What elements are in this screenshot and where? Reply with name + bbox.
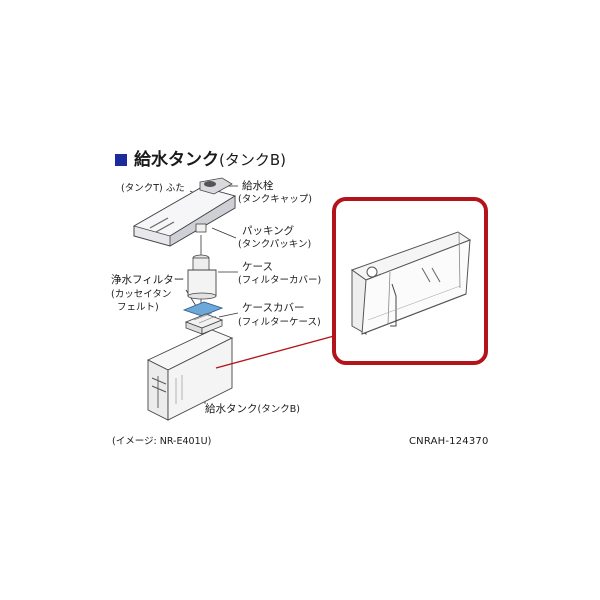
image-note: (イメージ: NR-E401U) [112,436,212,447]
label-packing: パッキング [242,225,295,237]
label-case-cover: ケースカバー [242,302,305,314]
label-spout: 給水栓 [242,180,274,192]
packing-part [195,223,207,233]
filter-case-part [187,254,217,300]
lid-part [132,177,236,247]
label-case-sub: (フィルターカバー) [238,275,322,286]
filter-part [182,301,224,317]
case-cover-part [184,312,224,335]
label-spout-sub: (タンクキャップ) [238,194,312,205]
title-bullet [115,154,127,166]
label-tank: 給水タンク(タンクB) [205,404,300,415]
title-sub: (タンクB) [219,151,286,169]
part-code: CNRAH-124370 [409,436,489,447]
label-packing-sub: (タンクパッキン) [238,239,312,250]
label-filter-sub1: (カッセイタン [111,289,172,300]
label-tank-main: 給水タンク [205,403,258,415]
label-tank-sub: (タンクB) [257,404,300,415]
spout-part [199,177,233,195]
tank-photo [350,231,472,335]
label-case-cover-sub: (フィルターケース) [238,317,321,328]
leader-packing [211,227,237,239]
label-case: ケース [242,261,273,273]
water-tank-part [146,329,234,421]
leader-case-cover [218,312,239,318]
label-filter: 浄水フィルター [111,274,185,286]
label-lid: (タンクT) ふた [121,183,185,194]
page-title: 給水タンク(タンクB) [134,152,286,169]
title-main: 給水タンク [134,150,219,170]
label-filter-sub2: フェルト) [117,302,159,313]
highlight-pointer [215,335,335,369]
